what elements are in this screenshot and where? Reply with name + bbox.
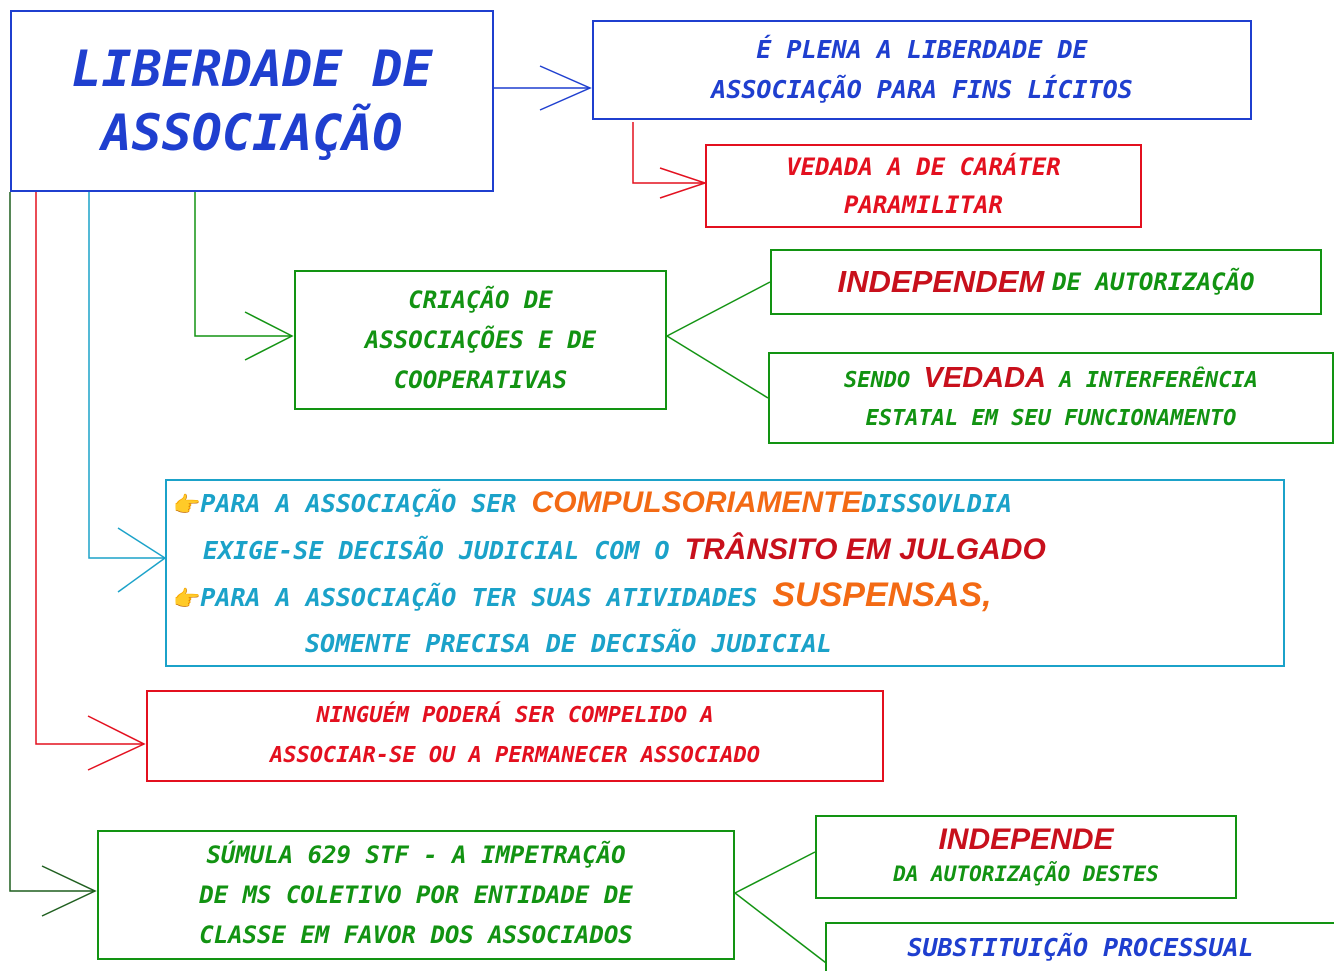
dissolucao-l1-highlight: COMPULSORIAMENTE — [531, 485, 862, 519]
compelido-box: NINGUÉM PODERÁ SER COMPELIDO A ASSOCIAR-… — [146, 690, 884, 782]
arrows-criacao-right — [666, 281, 771, 399]
independe-box: INDEPENDE DA AUTORIZAÇÃO DESTES — [815, 815, 1237, 899]
dissolucao-l2-highlight: TRÂNSITO EM JULGADO — [684, 532, 1046, 566]
criacao-box: CRIAÇÃO DE ASSOCIAÇÕES E DE COOPERATIVAS — [294, 270, 667, 410]
sumula-line-1: SÚMULA 629 STF - A IMPETRAÇÃO — [206, 841, 626, 869]
plena-box: É PLENA A LIBERDADE DE ASSOCIAÇÃO PARA F… — [592, 20, 1252, 120]
independem-box: INDEPENDEM DE AUTORIZAÇÃO — [770, 249, 1322, 315]
sumula-line-2: DE MS COLETIVO POR ENTIDADE DE — [199, 881, 633, 909]
independem-highlight: INDEPENDEM — [837, 264, 1045, 299]
criacao-line-3: COOPERATIVAS — [393, 366, 568, 394]
compelido-line-2: ASSOCIAR-SE OU A PERMANECER ASSOCIADO — [269, 743, 761, 768]
title-line-1: LIBERDADE DE — [71, 40, 433, 98]
criacao-line-1: CRIAÇÃO DE — [408, 286, 553, 314]
independe-line-2: DA AUTORIZAÇÃO DESTES — [893, 862, 1159, 886]
dissolucao-box: 👉PARA A ASSOCIAÇÃO SER COMPULSORIAMENTED… — [165, 479, 1285, 667]
sumula-box: SÚMULA 629 STF - A IMPETRAÇÃO DE MS COLE… — [97, 830, 735, 960]
sumula-line-3: CLASSE EM FAVOR DOS ASSOCIADOS — [199, 921, 633, 949]
substituicao-text: SUBSTITUIÇÃO PROCESSUAL — [907, 933, 1254, 962]
plena-line-2: ASSOCIAÇÃO PARA FINS LÍCITOS — [711, 75, 1133, 104]
compelido-line-1: NINGUÉM PODERÁ SER COMPELIDO A — [316, 703, 714, 728]
plena-line-1: É PLENA A LIBERDADE DE — [756, 35, 1088, 64]
independem-rest: DE AUTORIZAÇÃO — [1052, 268, 1255, 296]
dissolucao-l1-pre: PARA A ASSOCIAÇÃO SER — [200, 488, 517, 518]
pointing-hand-icon: 👉 — [173, 492, 201, 518]
dissolucao-l2-pre: EXIGE-SE DECISÃO JUDICIAL COM O — [203, 535, 670, 565]
dissolucao-line-4: SOMENTE PRECISA DE DECISÃO JUDICIAL — [305, 628, 832, 658]
arrow-title-to-criacao — [194, 192, 294, 361]
interferencia-line-1: SENDO VEDADA A INTERFERÊNCIA — [844, 359, 1258, 400]
paramilitar-line-1: VEDADA A DE CARÁTER — [786, 153, 1061, 181]
title-line-2: ASSOCIAÇÃO — [101, 104, 403, 162]
interferencia-line-2: ESTATAL EM SEU FUNCIONAMENTO — [865, 405, 1237, 431]
arrows-sumula-right — [734, 851, 831, 967]
paramilitar-box: VEDADA A DE CARÁTER PARAMILITAR — [705, 144, 1142, 228]
arrow-title-to-compelido — [35, 192, 146, 771]
arrow-title-to-dissolucao — [88, 192, 167, 593]
arrow-title-to-sumula — [9, 192, 97, 917]
arrow-plena-to-paramilitar — [632, 122, 708, 199]
dissolucao-line-2: EXIGE-SE DECISÃO JUDICIAL COM O TRÂNSITO… — [173, 528, 1046, 573]
dissolucao-l3-highlight: SUSPENSAS, — [772, 575, 992, 614]
pointing-hand-icon-2: 👉 — [173, 586, 201, 612]
interferencia-post: A INTERFERÊNCIA — [1059, 367, 1258, 393]
independe-highlight: INDEPENDE — [938, 823, 1114, 856]
interferencia-highlight: VEDADA — [923, 361, 1046, 394]
dissolucao-line-3: 👉PARA A ASSOCIAÇÃO TER SUAS ATIVIDADES S… — [173, 573, 992, 622]
criacao-line-2: ASSOCIAÇÕES E DE — [364, 326, 597, 354]
interferencia-pre: SENDO — [844, 367, 911, 393]
dissolucao-l3-pre: PARA A ASSOCIAÇÃO TER SUAS ATIVIDADES — [200, 582, 758, 612]
substituicao-box: SUBSTITUIÇÃO PROCESSUAL — [825, 922, 1334, 971]
title-box: LIBERDADE DE ASSOCIAÇÃO — [10, 10, 494, 192]
arrow-title-to-plena — [494, 65, 592, 111]
dissolucao-line-1: 👉PARA A ASSOCIAÇÃO SER COMPULSORIAMENTED… — [173, 481, 1012, 528]
interferencia-box: SENDO VEDADA A INTERFERÊNCIA ESTATAL EM … — [768, 352, 1334, 444]
dissolucao-l1-post: DISSOVLDIA — [861, 488, 1013, 518]
paramilitar-line-2: PARAMILITAR — [844, 191, 1003, 219]
